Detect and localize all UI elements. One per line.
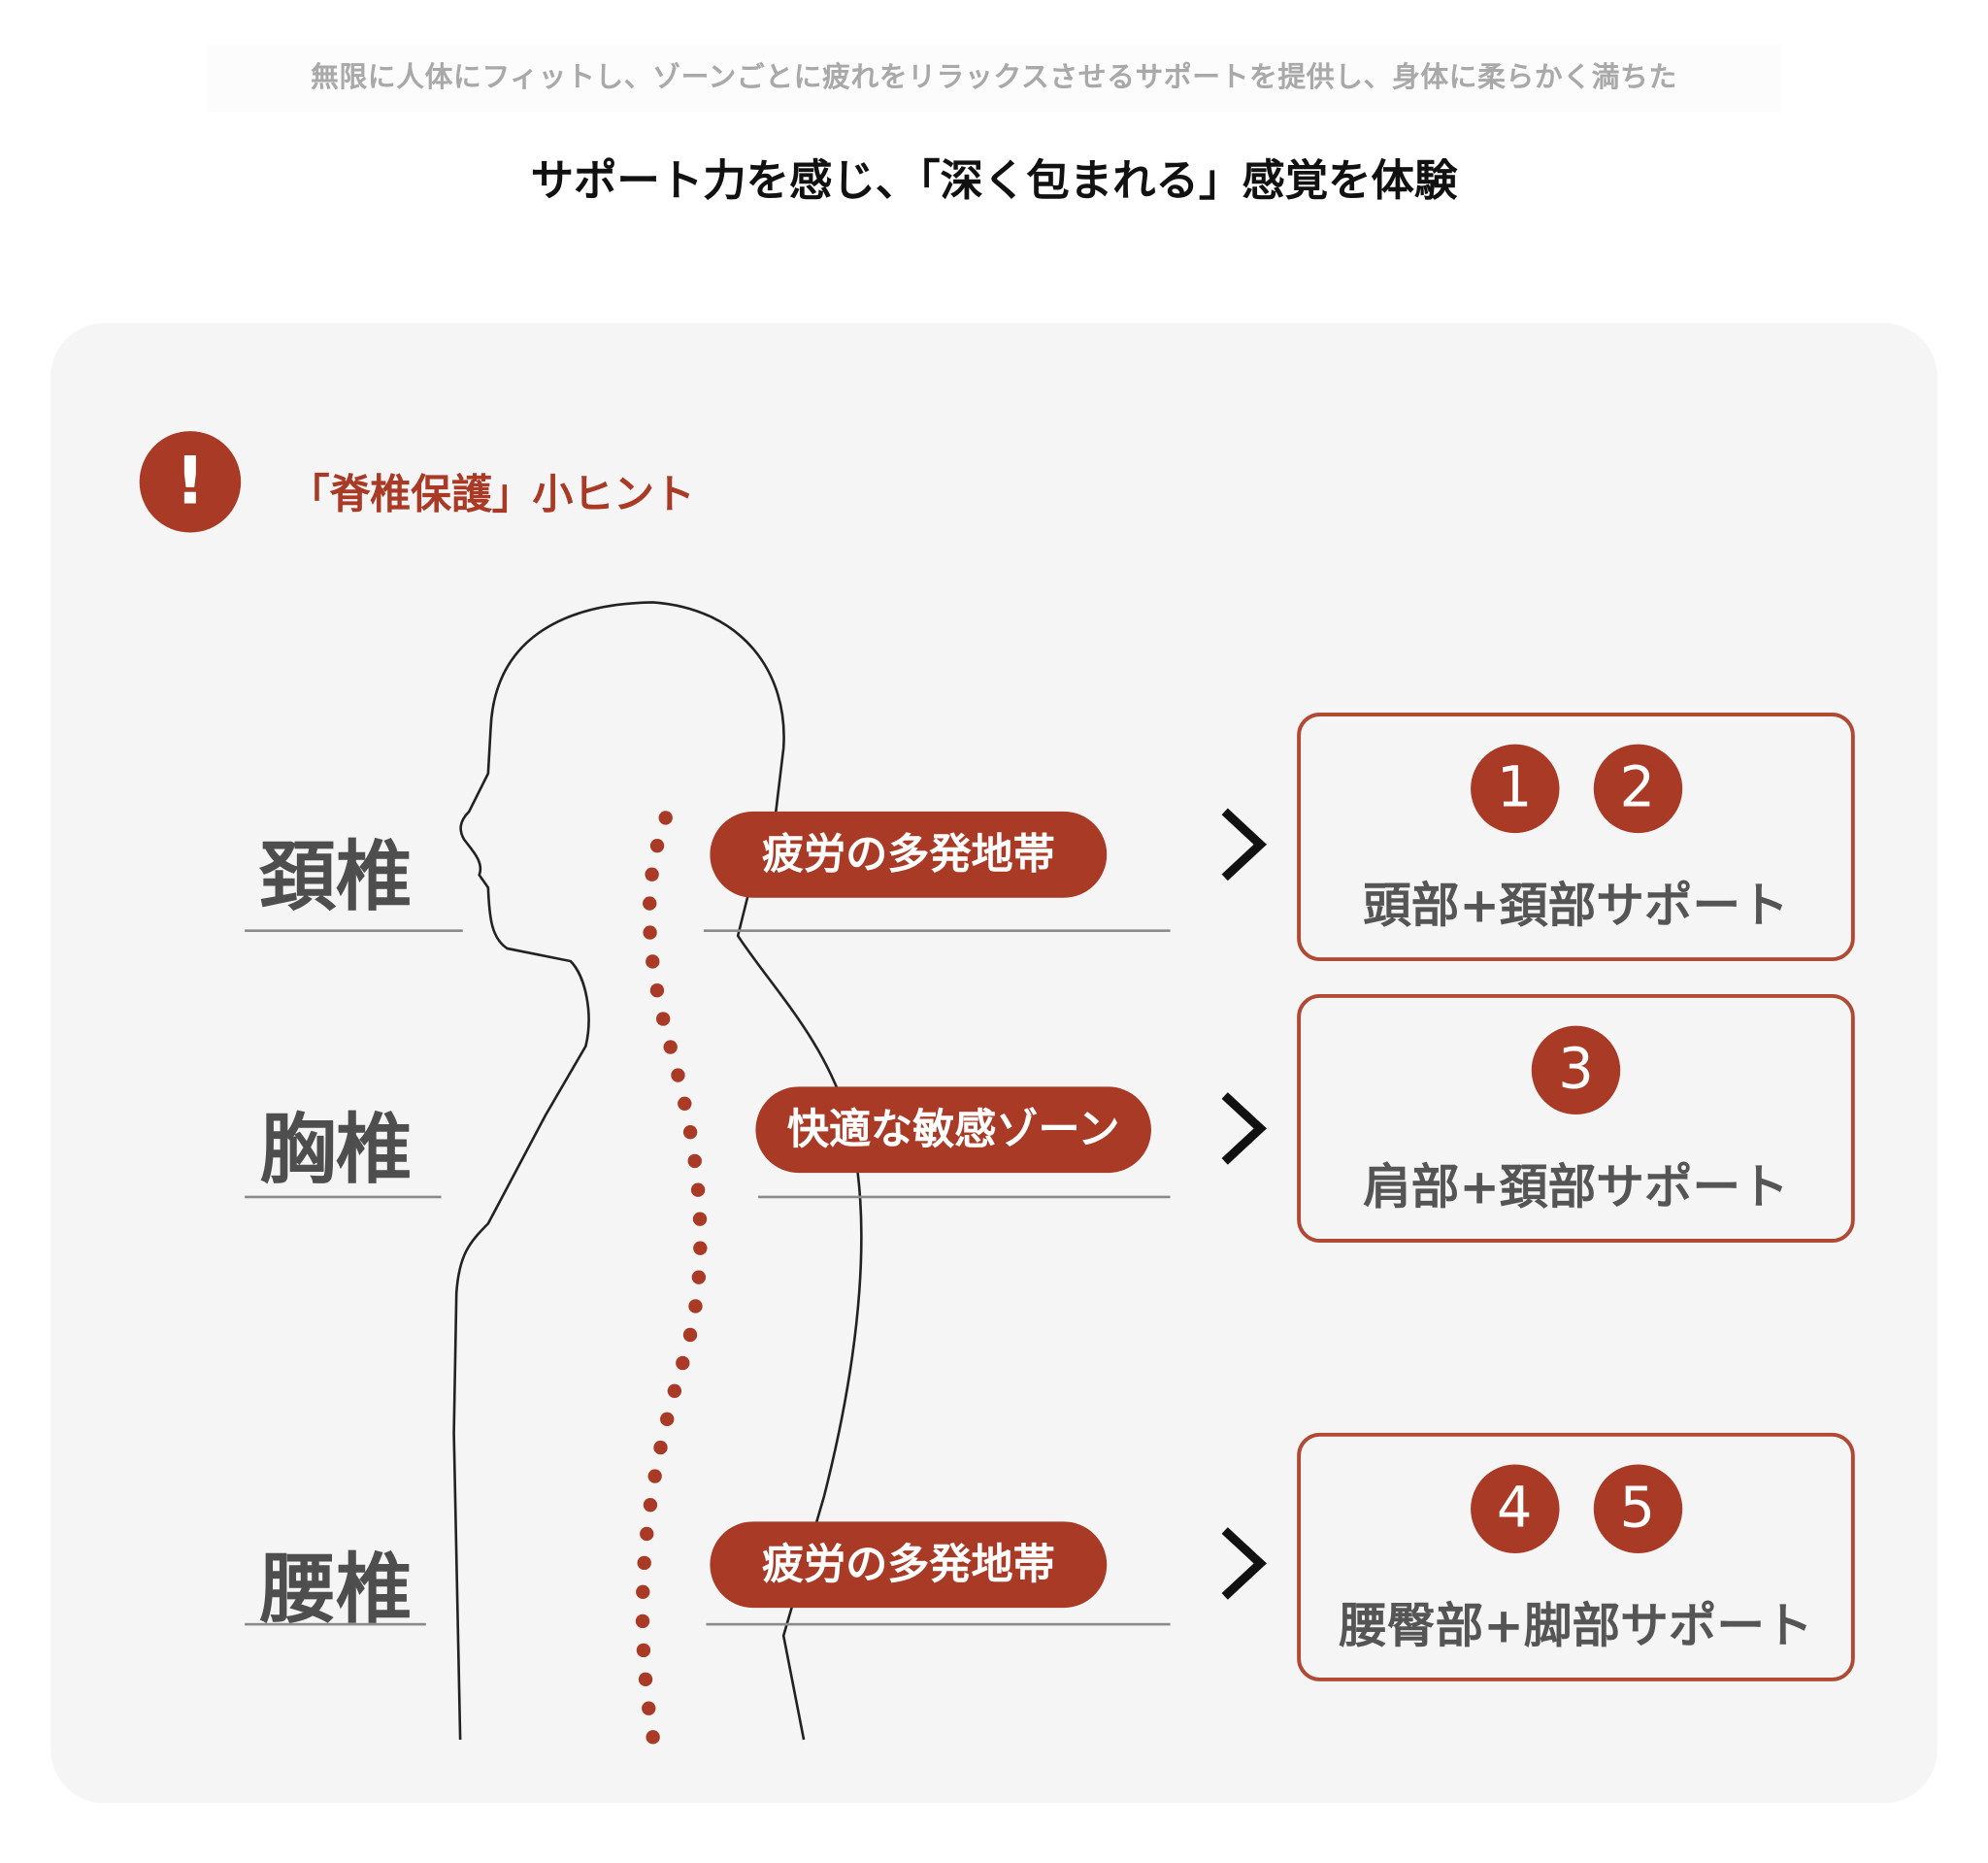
pill-sensitive-zone: 快適な敏感ゾーン	[755, 1086, 1151, 1174]
chevron-right-icon	[1221, 1527, 1267, 1600]
spine-dot	[687, 1153, 702, 1169]
label-cervical: 頚椎	[259, 833, 413, 922]
chevron-right-icon	[1221, 808, 1267, 882]
divider	[245, 929, 463, 932]
pill-fatigue-zone: 疲労の多発地帯	[710, 1521, 1108, 1609]
exclamation-icon: !	[139, 431, 242, 533]
spine-dot	[645, 867, 659, 882]
spine-dot	[636, 1584, 650, 1600]
support-box-shoulder-neck: 3 肩部+頚部サポート	[1297, 993, 1855, 1243]
spine-dot	[655, 1012, 671, 1026]
number-badge: 5	[1593, 1464, 1682, 1553]
spine-dot	[643, 1497, 658, 1513]
spine-dot	[658, 811, 673, 825]
spine-dot	[636, 1643, 651, 1658]
spine-dot	[688, 1299, 703, 1314]
label-lumbar: 腰椎	[259, 1546, 413, 1635]
spine-dot	[635, 1613, 650, 1629]
spine-dot	[646, 1730, 660, 1745]
spine-dot	[640, 1526, 654, 1542]
spine-dot	[663, 1040, 678, 1054]
spine-dot	[647, 1469, 662, 1483]
spine-dot	[660, 1412, 675, 1427]
number-badge: 4	[1470, 1464, 1559, 1553]
number-badge: 2	[1593, 744, 1682, 834]
pill-fatigue-zone: 疲労の多発地帯	[710, 811, 1108, 898]
spine-dot	[678, 1096, 692, 1111]
spine-dot	[693, 1241, 708, 1255]
spine-dot	[649, 982, 665, 998]
number-badge: 1	[1470, 744, 1559, 834]
spine-dot	[638, 1672, 653, 1687]
spine-dot	[682, 1125, 698, 1140]
hint-title: 「脊椎保護」小ヒント	[288, 470, 695, 519]
spine-dot	[642, 1701, 656, 1715]
support-text: 肩部+頚部サポート	[1363, 1158, 1789, 1215]
support-text: 頭部+頚部サポート	[1363, 877, 1789, 934]
chevron-right-icon	[1221, 1092, 1267, 1165]
spine-dot	[676, 1355, 690, 1371]
divider	[245, 1195, 442, 1199]
spine-dot	[691, 1270, 707, 1284]
number-badge: 3	[1531, 1025, 1621, 1115]
spine-dot	[671, 1068, 685, 1082]
spine-dot	[690, 1182, 706, 1197]
divider	[758, 1195, 1171, 1199]
spine-dot	[637, 1555, 651, 1571]
divider	[245, 1622, 426, 1626]
divider	[706, 1622, 1171, 1626]
spine-dot	[653, 1440, 668, 1455]
subtitle: 無限に人体にフィットし、ゾーンごとに疲れをリラックスさせるサポートを提供し、身体…	[206, 44, 1782, 112]
support-text: 腰臀部+脚部サポート	[1339, 1597, 1813, 1654]
spine-dot	[643, 925, 657, 940]
spine-dot	[667, 1383, 682, 1398]
page-title: サポート力を感じ、「深く包まれる」感覚を体験	[530, 155, 1458, 207]
spine-dot	[682, 1327, 698, 1343]
label-thoracic: 胸椎	[259, 1105, 413, 1195]
spine-dot	[692, 1212, 708, 1226]
spine-dot	[643, 896, 657, 911]
spine-dot	[646, 954, 660, 969]
spine-dots	[635, 811, 708, 1745]
spine-dot	[649, 838, 665, 853]
divider	[703, 929, 1171, 932]
